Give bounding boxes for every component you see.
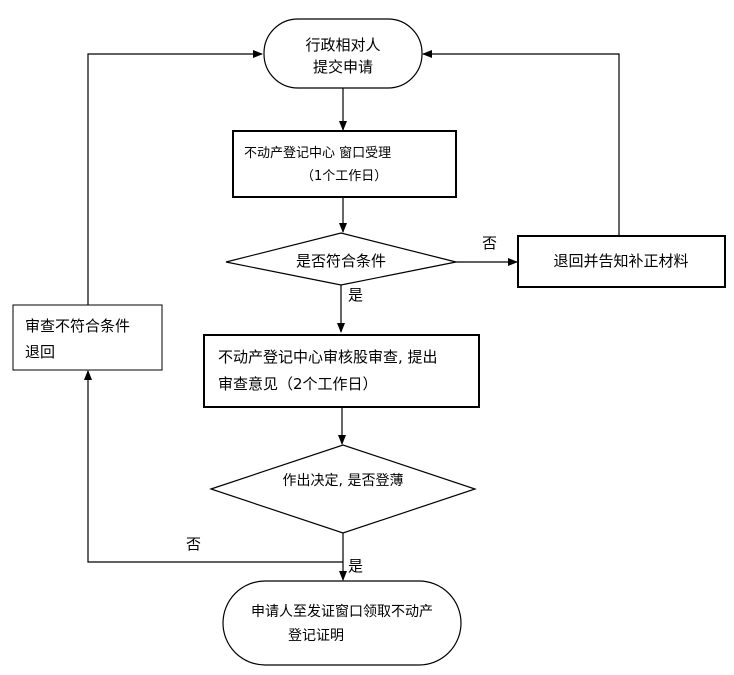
end-node-line1: 申请人至发证窗口领取不动产 [251, 603, 433, 620]
return-supplement-node: 退回并告知补正材料 [517, 235, 726, 288]
review-process-line1: 不动产登记中心审核股审查, 提出 [218, 348, 438, 366]
edge-label-decision2-yes: 是 [348, 557, 363, 575]
arrow-supplement-to-start [422, 50, 620, 236]
decision2-node: 作出决定, 是否登薄 [209, 444, 477, 534]
edge-label-decision2-no: 否 [186, 535, 201, 553]
return-review-node: 审查不符合条件 退回 [12, 304, 163, 371]
edge-label-decision1-yes: 是 [348, 286, 363, 304]
end-node: 申请人至发证窗口领取不动产 登记证明 [222, 580, 462, 666]
review-process-line2: 审查意见（2个工作日） [218, 375, 378, 393]
decision2-label: 作出决定, 是否登薄 [283, 473, 404, 489]
accept-process-line1: 不动产登记中心 窗口受理 [244, 145, 391, 161]
return-review-line1: 审查不符合条件 [25, 317, 130, 335]
accept-process-line2: （1个工作日） [301, 169, 387, 184]
arrow-return-to-start [87, 50, 263, 305]
return-review-line2: 退回 [25, 343, 55, 361]
start-node: 行政相对人 提交申请 [263, 18, 423, 89]
decision1-node: 是否符合条件 [225, 232, 457, 286]
end-node-line2: 登记证明 [288, 628, 344, 644]
edge-label-decision1-no: 否 [482, 234, 497, 252]
arrow-decision2-no [84, 370, 343, 563]
start-node-line2: 提交申请 [313, 58, 373, 76]
return-supplement-label: 退回并告知补正材料 [553, 252, 688, 270]
connectors [84, 50, 620, 581]
review-process-node: 不动产登记中心审核股审查, 提出 审查意见（2个工作日） [203, 334, 480, 408]
accept-process-node: 不动产登记中心 窗口受理 （1个工作日） [232, 130, 457, 198]
decision1-label: 是否符合条件 [296, 252, 386, 270]
start-node-line1: 行政相对人 [305, 36, 380, 54]
